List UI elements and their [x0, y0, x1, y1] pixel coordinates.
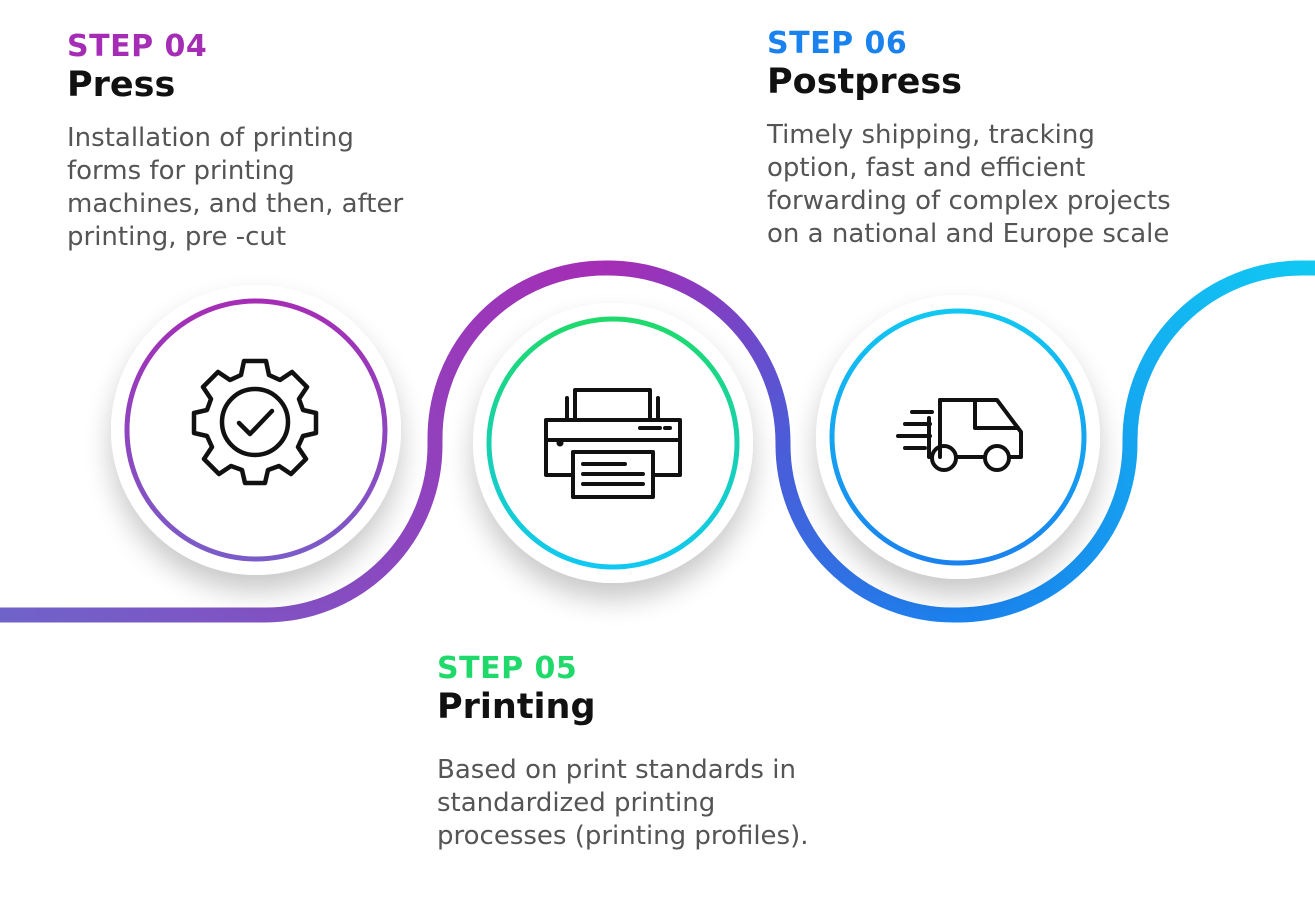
step-05-title: Printing [437, 687, 596, 727]
press-node [111, 285, 401, 575]
step-04-title: Press [67, 65, 176, 105]
step-05-label: STEP 05 [437, 651, 578, 686]
step-06-title: Postpress [767, 62, 962, 102]
step-04-label: STEP 04 [67, 29, 208, 64]
step-05-description: Based on print standards in standardized… [437, 755, 809, 851]
gear-check-icon [191, 358, 319, 486]
postpress-node [816, 295, 1100, 579]
step-06-label: STEP 06 [767, 26, 908, 61]
connector-path [0, 260, 1315, 623]
step-06-block: STEP 06 Postpress Timely shipping, track… [767, 27, 1187, 251]
step-06-description: Timely shipping, tracking option, fast a… [767, 120, 1171, 249]
step-04-block: STEP 04 Press Installation of printing f… [67, 30, 427, 254]
step-05-block: STEP 05 Printing Based on print standard… [437, 652, 837, 853]
printer-icon [544, 388, 682, 499]
delivery-van-icon [896, 398, 1023, 472]
step-04-description: Installation of printing forms for print… [67, 123, 404, 252]
printing-node [473, 303, 753, 583]
